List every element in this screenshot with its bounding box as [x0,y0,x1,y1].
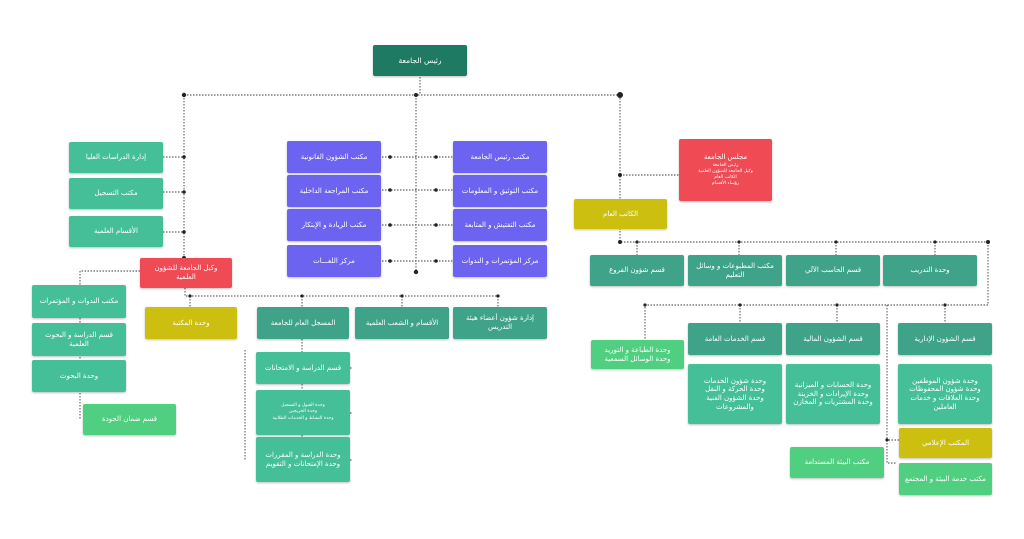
graduates-unit-line: وحدة الخريجين [288,409,318,415]
graduate-studies-box: إدارة الدراسات العليا [69,142,163,173]
employees-unit-line: وحدة شؤون الموظفين [912,376,978,385]
research-unit-box: وحدة البحوث [32,360,126,392]
secretary-general-box: الكاتب العام [574,199,667,229]
evaluation-unit-line: وحدة الإمتحانات و التقويم [265,459,341,468]
financial-units-box: وحدة الحسابات و الميزانية وحدة الإيرادات… [786,364,880,424]
training-unit-box: وحدة التدريب [883,255,977,286]
language-center-box: مركز اللغـــات [287,245,381,277]
administrative-affairs-box: قسم الشؤون الإدارية [898,323,992,355]
registrar-box: المسجل العام للجامعة [257,307,349,339]
council-member: رؤساء الأقسام [711,181,740,187]
audio-unit-line: وحدة الوسائل السمعية [604,354,671,363]
administrative-units-box: وحدة شؤون الموظفين وحدة شؤون المحفوظات و… [898,364,992,424]
admission-unit-line: وحدة القبول و التسجيل [281,403,325,409]
general-services-box: قسم الخدمات العامة [688,323,782,355]
general-services-units-box: وحدة شؤون الخدمات وحدة الحركة و النقل وح… [688,364,782,424]
courses-exams-units-box: وحدة الدراسة و المقررات وحدة الإمتحانات … [256,437,350,482]
courses-unit-line: وحدة الدراسة و المقررات [265,450,341,459]
revenues-unit-line: وحدة الإيرادات و الخزينة [797,389,869,398]
legal-affairs-office-box: مكتب الشؤون القانونية [287,141,381,173]
admission-units-box: وحدة القبول و التسجيل وحدة الخريجين وحدة… [256,390,350,435]
accounts-unit-line: وحدة الحسابات و الميزانية [794,380,872,389]
seminars-office-box: مكتب الندوات و المؤتمرات [32,285,126,318]
university-council-box: مجلس الجامعة رئيس الجامعة وكيل الجامعة ل… [679,139,772,201]
library-unit-box: وحدة المكتبة [145,307,237,339]
council-title: مجلس الجامعة [703,152,748,161]
council-member: وكيل الجامعة للشؤون العلمية [698,169,753,175]
computer-department-box: قسم الحاسب الآلي [786,255,880,286]
publications-office-box: مكتب المطبوعات و وسائل التعليم [688,255,782,286]
archives-unit-line: وحدة شؤون المحفوظات [909,385,981,394]
financial-affairs-box: قسم الشؤون المالية [786,323,880,355]
registration-office-box: مكتب التسجيل [69,178,163,209]
projects-unit-line: والمشروعات [716,402,754,411]
services-unit-line: وحدة شؤون الخدمات [703,376,767,385]
printing-unit-line: وحدة الطباعة و التوريد [604,345,671,354]
quality-assurance-box: قسم ضمان الجودة [83,404,176,435]
sustainable-environment-office-box: مكتب البيئة المستدامة [790,447,884,478]
internal-audit-office-box: مكتب المراجعة الداخلية [287,175,381,207]
student-activities-unit-line: وحدة النشاط و الخدمات الطلابية [272,415,334,421]
scientific-departments-box: الأقسام العلمية [69,216,163,247]
media-office-box: المكتب الإعلامي [899,428,992,458]
procurement-unit-line: وحدة المشتريات و المخازن [793,398,873,407]
council-member: الكاتب العام [714,175,737,181]
vice-president-box: وكيل الجامعة للشؤون العلمية [140,258,232,288]
departments-branches-box: الأقسام و الشعب العلمية [355,307,449,339]
printing-unit-box: وحدة الطباعة و التوريد وحدة الوسائل السم… [591,340,684,369]
transport-unit-line: وحدة الحركة و النقل [705,385,765,394]
relations-unit-line: وحدة العلاقات و خدمات [910,394,980,402]
studies-exams-department-box: قسم الدراسة و الامتحانات [256,352,350,384]
faculty-affairs-box: إدارة شؤون أعضاء هيئة التدريس [453,307,547,339]
inspection-office-box: مكتب التفتيش و المتابعة [453,209,547,241]
technical-unit-line: وحدة الشؤون الفنية [706,394,764,402]
workers-unit-line: العاملين [933,402,957,411]
innovation-office-box: مكتب الريادة و الإبتكار [287,209,381,241]
documentation-office-box: مكتب التوثيق و المعلومات [453,175,547,207]
conferences-center-box: مركز المؤتمرات و الندوات [453,245,547,277]
university-president-box: رئيس الجامعة [373,45,467,76]
research-department-box: قسم الدراسة و البحوث العلمية [32,323,126,356]
president-office-box: مكتب رئيس الجامعة [453,141,547,173]
community-service-office-box: مكتب خدمة البيئة و المجتمع [899,463,992,495]
council-member: رئيس الجامعة [712,163,739,169]
branches-affairs-box: قسم شؤون الفروع [590,255,684,286]
